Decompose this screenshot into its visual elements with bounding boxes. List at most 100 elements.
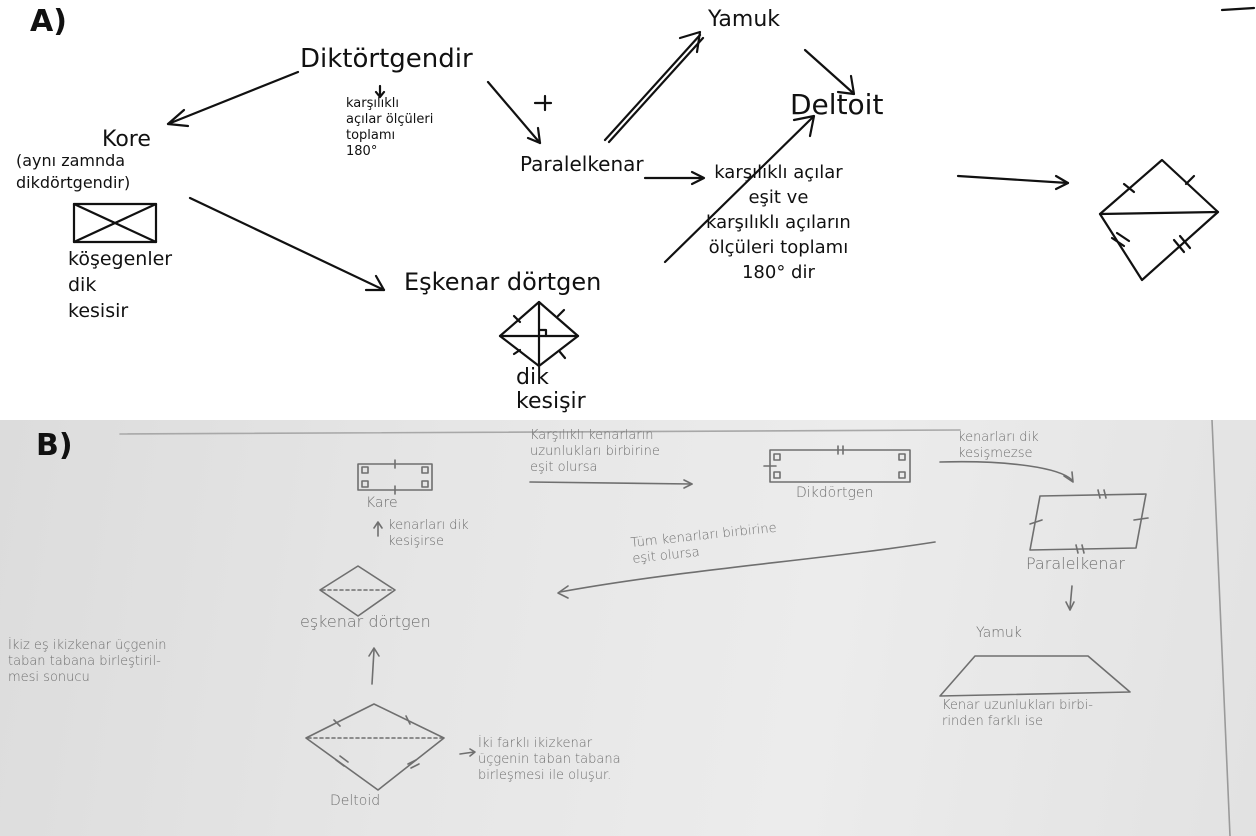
- arrowhead: [469, 748, 476, 757]
- right-angle-mark: [361, 466, 369, 474]
- panel-b: B) Kare Karşılıklı kenarların uzunluklar…: [0, 420, 1256, 836]
- arrowhead: [368, 647, 380, 657]
- tick-mark: [1110, 236, 1126, 248]
- arrow-dik-to-kore: [166, 70, 300, 126]
- node-paralelkenar: Paralelkenar: [520, 152, 644, 176]
- node-yamuk: Yamuk: [708, 7, 781, 32]
- note-karsilikli: karşılıklı açılar ölçüleri toplamı 180°: [346, 96, 434, 159]
- arrowhead: [373, 521, 383, 529]
- right-angle-mark: [773, 453, 781, 461]
- tick-mark: [1115, 231, 1131, 243]
- note-dik-kesisir: dik kesişir: [516, 365, 586, 414]
- arrow-yamuk-to-deltoit: [803, 48, 854, 94]
- node-deltoit: Deltoit: [790, 88, 884, 121]
- tick-mark: [405, 715, 411, 725]
- node-diktortgen: Diktörtgendir: [300, 44, 473, 74]
- square-diagonal: [72, 202, 158, 244]
- corner-dash: [1220, 6, 1256, 12]
- right-angle-mark: [898, 453, 906, 461]
- arrowhead: [374, 90, 386, 99]
- tick-mark: [512, 314, 522, 324]
- tick-mark: [333, 719, 341, 727]
- arrowhead: [526, 126, 542, 145]
- arrow-deltoid-to-eskenar: [371, 649, 375, 685]
- arrow-paralel-to-yamuk: [603, 33, 702, 142]
- tick-mark: [335, 759, 345, 767]
- note-ikiz-ikizkenar: İkiz eş ikizkenar üçgenin taban tabana b…: [8, 638, 167, 685]
- small-arrow: [459, 751, 475, 755]
- deltoid-shape: [1098, 158, 1220, 282]
- panel-label-b: B): [36, 428, 73, 463]
- node-eskenar: Eşkenar dörtgen: [404, 268, 602, 296]
- arrowhead: [1054, 174, 1070, 191]
- tick-mark: [407, 759, 417, 765]
- arrow-paralel-to-yamuk-2: [607, 36, 705, 144]
- arrow-kore-to-eskenar: [188, 196, 386, 292]
- arrowhead: [678, 30, 702, 54]
- node-eskenar-b: eşkenar dörtgen: [300, 612, 431, 631]
- arrowhead: [166, 108, 190, 128]
- arrowhead: [1065, 601, 1075, 611]
- arrow-eskenar-to-deltoit: [663, 116, 814, 264]
- note-dik-to-paralel: kenarları dik kesişmezse: [958, 430, 1039, 461]
- tick-mark: [558, 350, 567, 360]
- arrowhead: [792, 114, 816, 138]
- arrow-dik-to-paralel: [486, 80, 542, 145]
- panel-b-drawing: [119, 420, 1231, 836]
- node-deltoid-b: Deltoid: [330, 793, 381, 809]
- panel-a-drawing: [72, 6, 1256, 368]
- right-angle-mark: [361, 480, 369, 488]
- right-angle-mark: [421, 466, 429, 474]
- node-dikdortgen: Dikdörtgen: [796, 485, 874, 501]
- trapezoid-shape: [939, 655, 1131, 697]
- arrow-paralel-to-yamuk: [1069, 585, 1073, 609]
- note-kenarlar-dik: kenarları dik kesişirse: [388, 518, 469, 549]
- right-angle-mark: [537, 328, 548, 338]
- node-kore: Kore: [102, 127, 151, 152]
- arrow-note-to-shape: [956, 174, 1070, 185]
- note-paralelkenar: karşılıklı açılar eşit ve karşılıklı açı…: [706, 162, 851, 283]
- note-kore: (aynı zamnda dikdörtgendir): [16, 151, 131, 192]
- tick-mark: [512, 348, 522, 356]
- tick-mark: [1178, 234, 1192, 250]
- arrow-kare-to-dikdortgen: [529, 481, 693, 485]
- paper-fold: [1211, 420, 1231, 836]
- arrowhead: [364, 274, 386, 292]
- tick-mark: [1122, 182, 1136, 194]
- arrow-dik-to-paralel: [939, 460, 1073, 481]
- tick-mark: [1029, 519, 1043, 525]
- arrowhead: [690, 170, 706, 186]
- note-kosegenler: köşegenler dik kesisir: [68, 248, 173, 322]
- note-kenar-uzunluk: Kenar uzunlukları birbi- rinden farklı i…: [942, 698, 1093, 729]
- rectangle-shape: [769, 449, 911, 483]
- arrowhead: [1063, 471, 1074, 483]
- arrowhead: [683, 479, 693, 489]
- square-with-diagonals-shape: [72, 202, 158, 244]
- tick-mark: [1172, 238, 1186, 254]
- tick-mark: [1184, 174, 1196, 186]
- panel-a: A) Diktörtgendir Kore (aynı zamnda dikdö…: [16, 4, 1256, 414]
- arrow-to-eskenar: [559, 541, 936, 593]
- tick-mark: [1097, 489, 1101, 499]
- arrowhead: [557, 585, 569, 599]
- tick-mark: [1103, 489, 1107, 499]
- panel-label-a: A): [30, 4, 67, 39]
- tick-mark: [339, 755, 349, 763]
- right-angle-mark: [421, 480, 429, 488]
- kite-shape: [305, 703, 445, 791]
- note-kare-to-dik: Karşılıklı kenarların uzunlukları birbir…: [530, 428, 660, 475]
- parallelogram-shape: [1029, 493, 1147, 551]
- paper-line: [119, 429, 961, 435]
- note-iki-farkli: İki farklı ikizkenar üçgenin taban taban…: [478, 736, 621, 783]
- tick-mark: [1075, 544, 1079, 554]
- tick-mark: [410, 763, 420, 769]
- right-angle-mark: [773, 471, 781, 479]
- deltoid-diagonal: [1098, 210, 1220, 216]
- tick-mark: [1133, 517, 1149, 521]
- tick-mark: [556, 308, 566, 318]
- node-kare: Kare: [366, 495, 398, 511]
- tick-mark: [1081, 544, 1085, 554]
- arrowhead: [836, 74, 856, 96]
- node-paralelkenar-b: Paralelkenar: [1026, 554, 1125, 573]
- node-yamuk-b: Yamuk: [976, 625, 1022, 641]
